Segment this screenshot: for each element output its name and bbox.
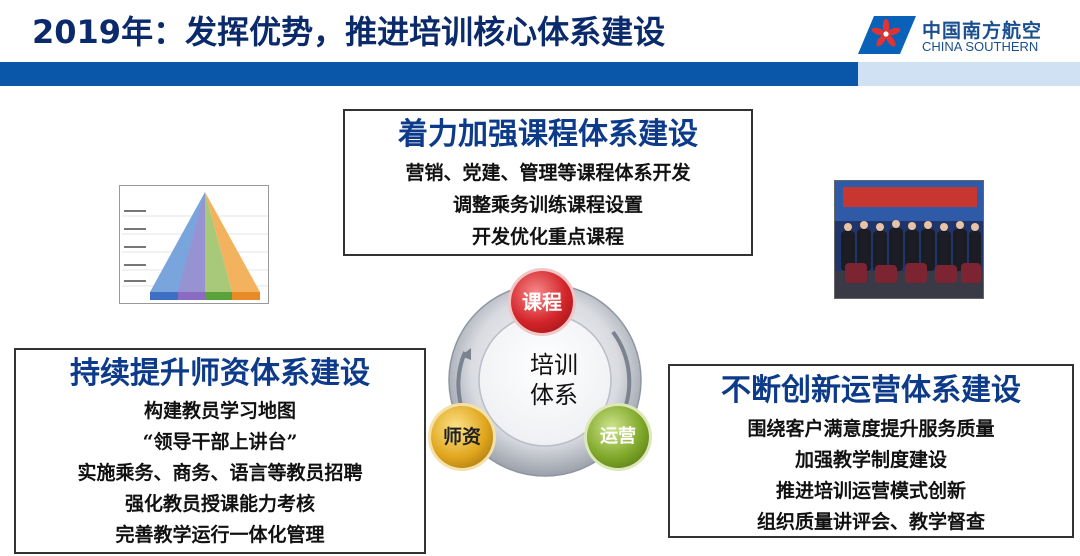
operations-box-line: 推进培训运营模式创新 xyxy=(775,480,966,502)
airline-logo: 中国南方航空 CHINA SOUTHERN xyxy=(856,14,1068,58)
teacher-box-line: “领导干部上讲台” xyxy=(142,431,298,453)
title-underline-bar-light xyxy=(858,62,1080,86)
teacher-node: 师资 xyxy=(431,406,493,468)
course-box-line: 营销、党建、管理等课程体系开发 xyxy=(405,162,691,184)
kapok-flower-logo-icon xyxy=(858,16,916,54)
operations-box-line: 加强教学制度建设 xyxy=(794,449,947,471)
operations-system-box: 不断创新运营体系建设 围绕客户满意度提升服务质量 加强教学制度建设 推进培训运营… xyxy=(668,364,1074,538)
course-box-heading: 着力加强课程体系建设 xyxy=(398,117,698,152)
learning-map-pyramid-image xyxy=(119,185,269,304)
training-system-center-label: 培训 体系 xyxy=(519,350,589,410)
center-label-line: 体系 xyxy=(530,381,578,409)
course-node: 课程 xyxy=(511,271,573,333)
course-box-line: 开发优化重点课程 xyxy=(471,226,624,248)
teacher-box-line: 实施乘务、商务、语言等教员招聘 xyxy=(77,462,363,484)
teacher-box-heading: 持续提升师资体系建设 xyxy=(70,356,370,391)
logo-chinese-name: 中国南方航空 xyxy=(922,20,1043,42)
group-photo-image xyxy=(834,180,984,299)
teacher-box-line: 完善教学运行一体化管理 xyxy=(115,524,325,546)
operations-box-heading: 不断创新运营体系建设 xyxy=(721,373,1021,408)
training-system-cycle-diagram: 培训 体系 课程 师资 运营 xyxy=(425,268,665,478)
course-system-box: 着力加强课程体系建设 营销、党建、管理等课程体系开发 调整乘务训练课程设置 开发… xyxy=(343,109,753,256)
page-title: 2019年：发挥优势，推进培训核心体系建设 xyxy=(32,13,666,51)
center-label-line: 培训 xyxy=(530,351,578,379)
logo-english-name: CHINA SOUTHERN xyxy=(922,39,1039,54)
operations-box-line: 组织质量讲评会、教学督查 xyxy=(756,511,985,533)
teacher-box-line: 强化教员授课能力考核 xyxy=(124,493,315,515)
operations-node: 运营 xyxy=(587,406,649,468)
title-underline-bar xyxy=(0,62,858,86)
course-box-line: 调整乘务训练课程设置 xyxy=(452,194,643,216)
operations-box-line: 围绕客户满意度提升服务质量 xyxy=(747,418,995,440)
teacher-system-box: 持续提升师资体系建设 构建教员学习地图 “领导干部上讲台” 实施乘务、商务、语言… xyxy=(14,348,426,554)
teacher-box-line: 构建教员学习地图 xyxy=(143,400,296,422)
